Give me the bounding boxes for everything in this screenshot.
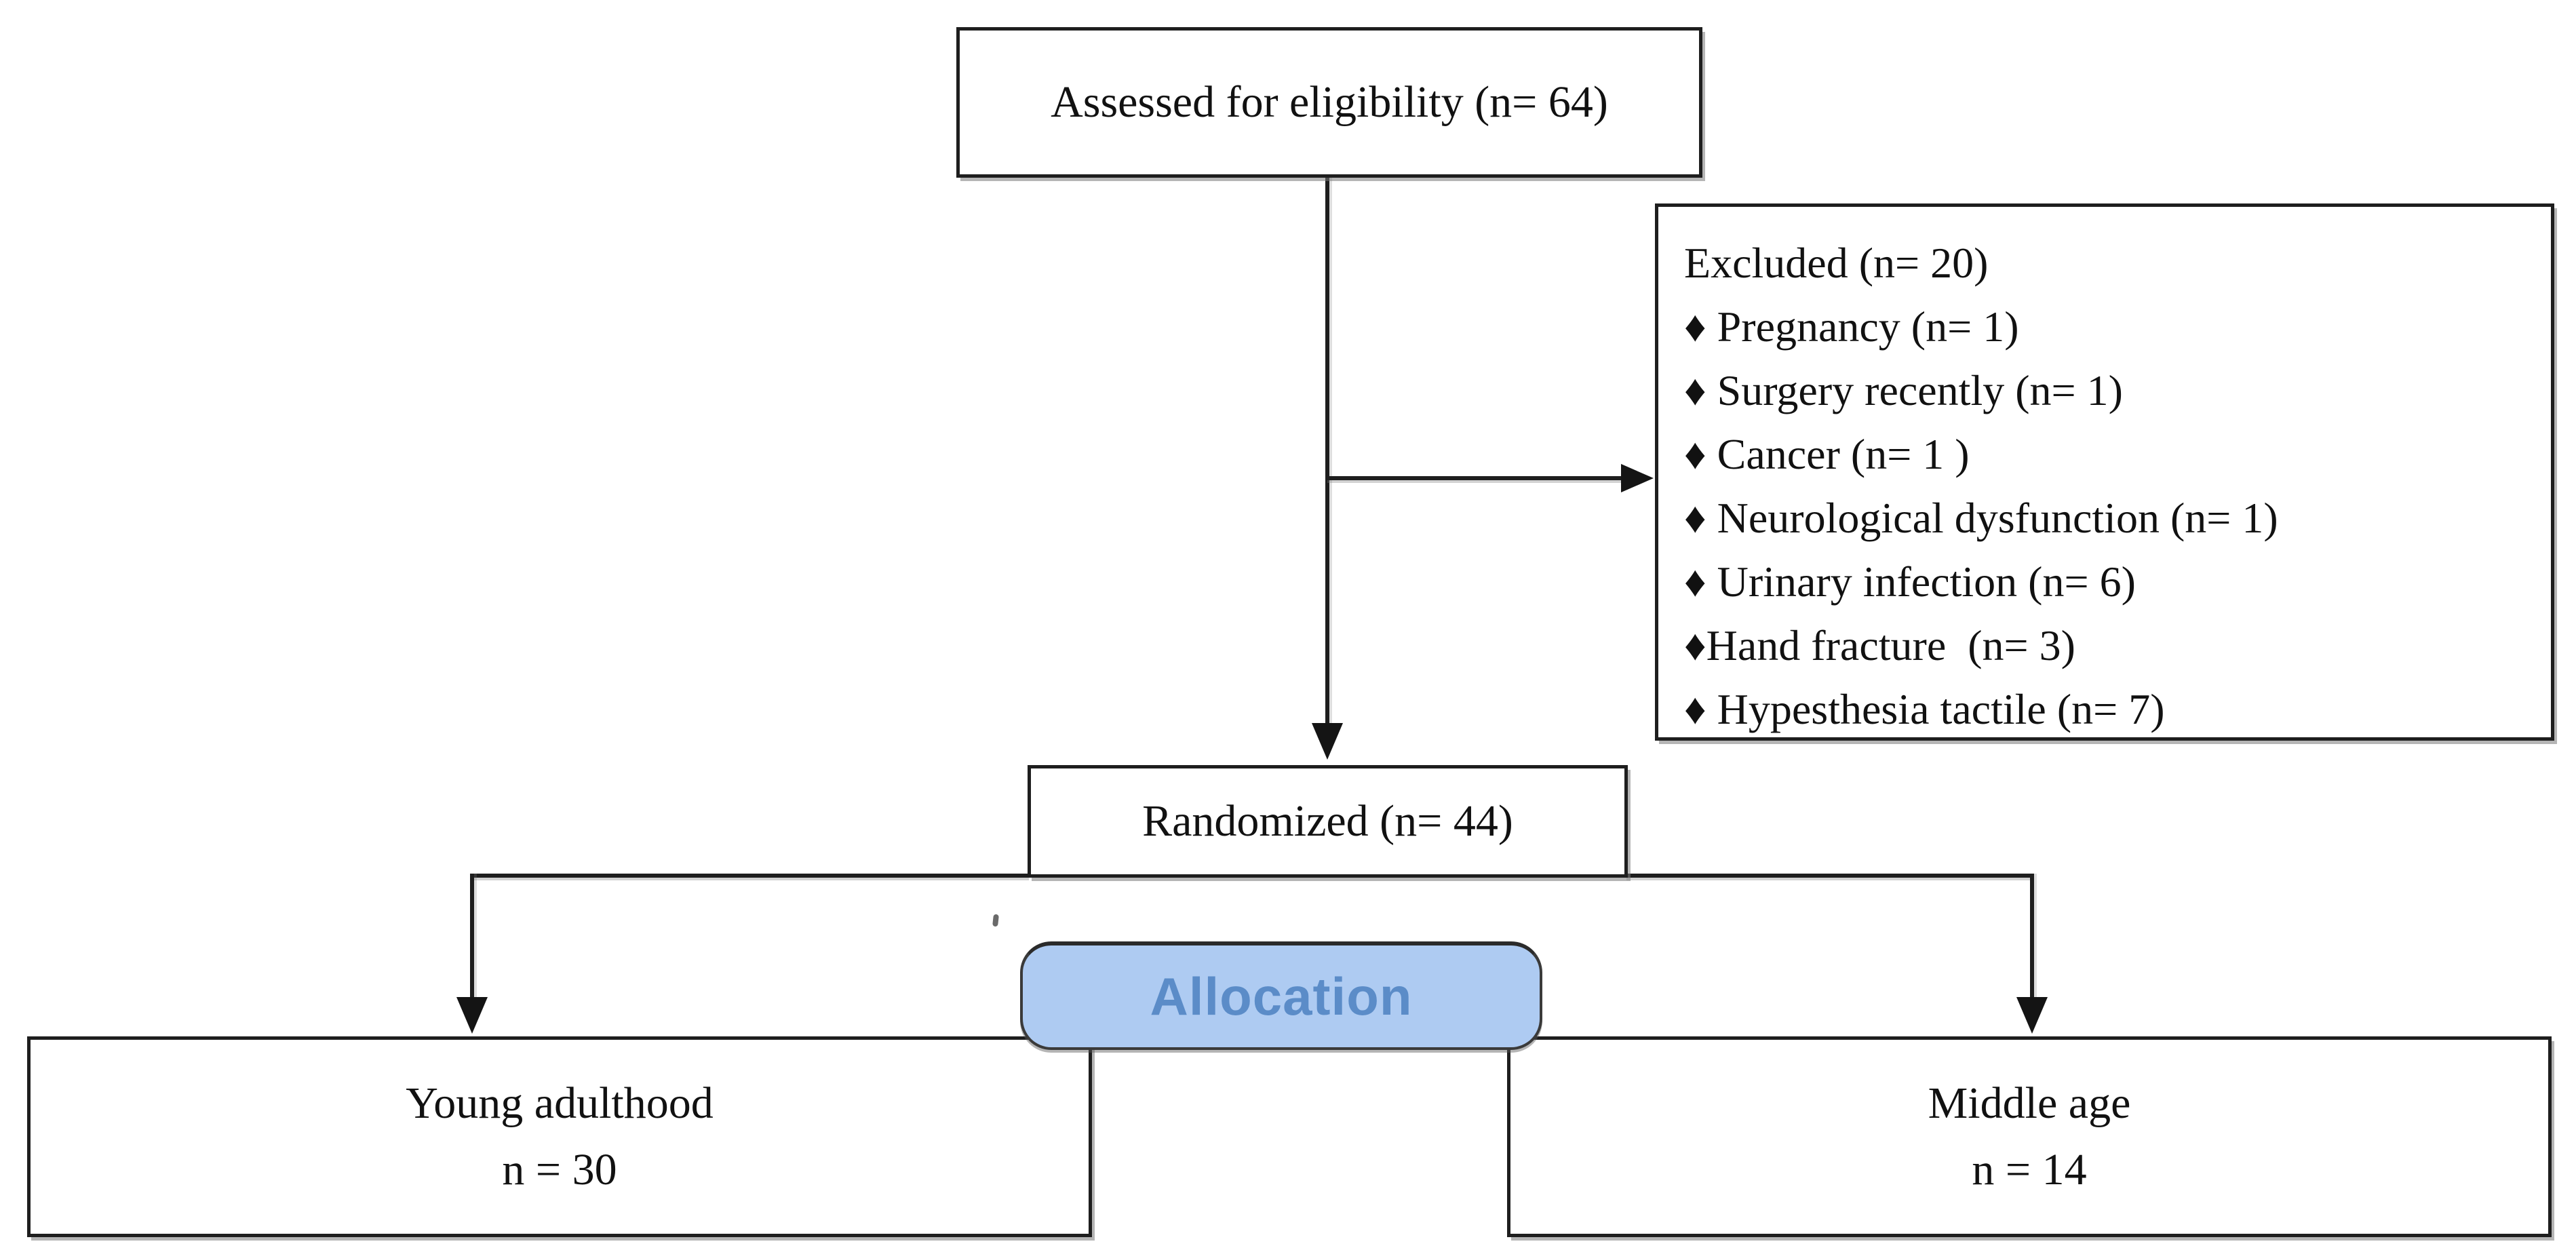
young-adulthood-count: n = 30: [502, 1145, 617, 1194]
connector-drop-middle: [2030, 874, 2034, 998]
middle-age-box: Middle age n = 14: [1507, 1036, 2552, 1237]
excluded-box: Excluded (n= 20) ♦ Pregnancy (n= 1) ♦ Su…: [1655, 203, 2554, 741]
assessed-eligibility-box: Assessed for eligibility (n= 64): [956, 27, 1702, 178]
excluded-item: ♦ Cancer (n= 1 ): [1684, 430, 1970, 478]
middle-age-count: n = 14: [1972, 1145, 2087, 1194]
stray-mark: [992, 914, 999, 927]
connector-to-excluded: [1327, 476, 1622, 480]
arrow-down-icon: [2016, 997, 2048, 1034]
excluded-item: ♦ Pregnancy (n= 1): [1684, 303, 2019, 351]
assessed-eligibility-label: Assessed for eligibility (n= 64): [1051, 77, 1608, 127]
connector-drop-young: [470, 874, 474, 998]
excluded-item: ♦ Surgery recently (n= 1): [1684, 366, 2123, 414]
middle-age-label: Middle age: [1928, 1078, 2131, 1128]
young-adulthood-box: Young adulthood n = 30: [27, 1036, 1092, 1237]
excluded-item: ♦ Urinary infection (n= 6): [1684, 558, 2136, 606]
excluded-item: ♦ Neurological dysfunction (n= 1): [1684, 494, 2278, 542]
allocation-stage-box: Allocation: [1020, 941, 1542, 1050]
arrow-down-icon: [1312, 723, 1343, 760]
excluded-item: ♦ Hypesthesia tactile (n= 7): [1684, 685, 2165, 733]
allocation-label: Allocation: [1150, 966, 1413, 1026]
excluded-title: Excluded (n= 20): [1684, 239, 1989, 287]
randomized-box: Randomized (n= 44): [1028, 765, 1628, 878]
connector-assessed-to-randomized: [1325, 176, 1329, 726]
connector-rail-right: [1626, 874, 2034, 878]
arrow-down-icon: [456, 997, 488, 1034]
excluded-item: ♦Hand fracture (n= 3): [1684, 621, 2075, 669]
young-adulthood-label: Young adulthood: [406, 1078, 714, 1128]
randomized-label: Randomized (n= 44): [1142, 796, 1513, 846]
arrow-right-icon: [1621, 464, 1654, 492]
connector-rail-left: [471, 874, 1029, 878]
